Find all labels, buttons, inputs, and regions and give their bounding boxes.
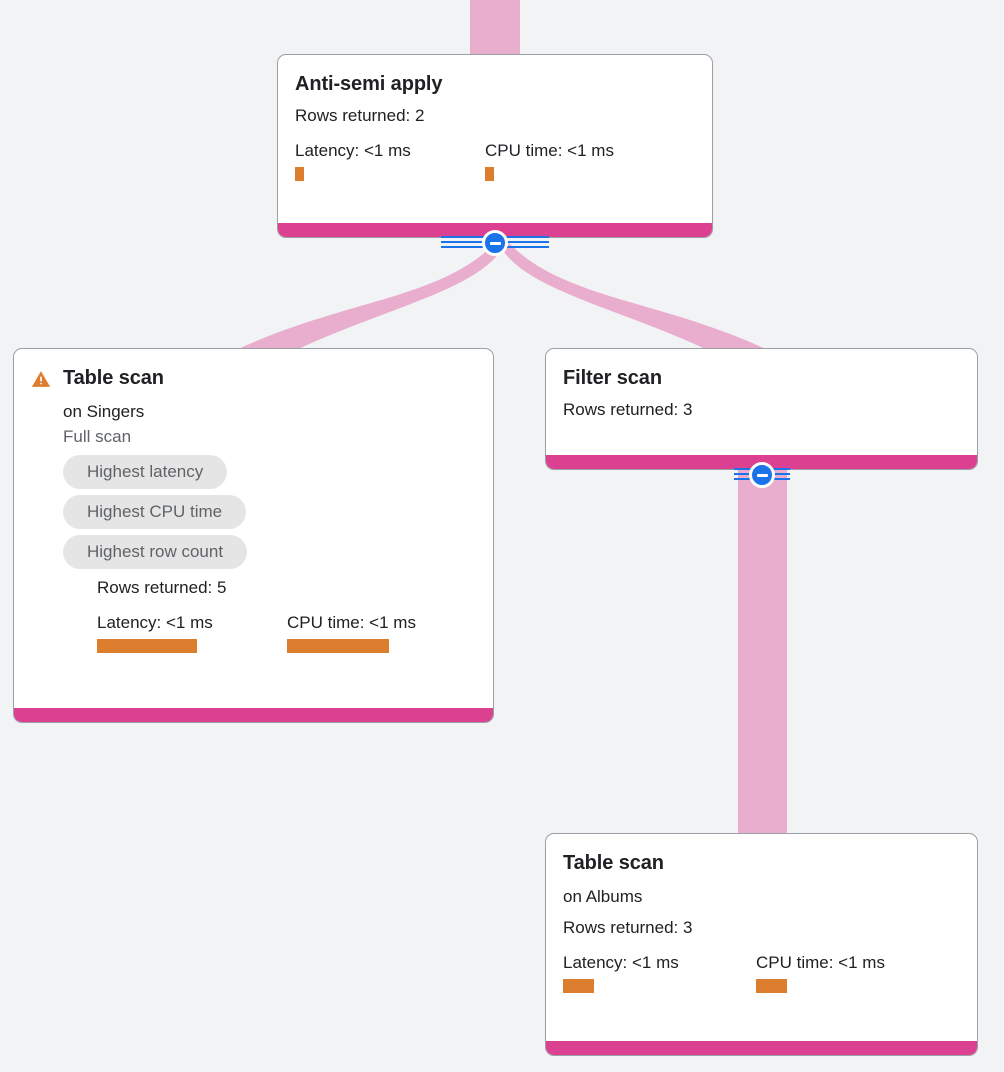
node-title-row: Table scan on Singers Full scan: [31, 365, 476, 449]
metric-latency: Latency: <1 ms: [563, 952, 756, 993]
node-rows-returned: Rows returned: 2: [295, 106, 425, 125]
metric-latency: Latency: <1 ms: [295, 140, 485, 181]
node-title: Anti-semi apply: [295, 73, 443, 95]
node-badges: Highest latency Highest CPU time Highest…: [63, 455, 476, 569]
edge-anti-semi-apply-to-table-scan-singers: [232, 243, 500, 352]
metric-cpu-time: CPU time: <1 ms: [485, 140, 614, 181]
node-title-row: Anti-semi apply: [295, 71, 695, 97]
metric-cpu-time-label: CPU time: <1 ms: [287, 613, 416, 632]
metric-latency-bar: [563, 979, 594, 993]
node-body: Filter scan Rows returned: 3: [546, 349, 977, 455]
node-rows-returned: Rows returned: 3: [563, 400, 693, 419]
node-rows-returned: Rows returned: 5: [97, 578, 227, 597]
metric-cpu-time-label: CPU time: <1 ms: [485, 141, 614, 160]
metric-latency-label: Latency: <1 ms: [563, 953, 679, 972]
node-title: Table scan: [563, 852, 664, 874]
metric-cpu-time-bar: [287, 639, 389, 653]
node-body: Table scan on Singers Full scan Highest …: [14, 349, 493, 708]
plan-node-anti-semi-apply[interactable]: Anti-semi apply Rows returned: 2 Latency…: [277, 54, 713, 238]
node-table-name: on Singers: [63, 402, 145, 421]
metric-latency-bar: [97, 639, 197, 653]
node-title-row: Filter scan: [563, 365, 960, 391]
node-metrics: Latency: <1 ms CPU time: <1 ms: [97, 612, 476, 653]
metric-cpu-time-bar: [485, 167, 494, 181]
plan-node-filter-scan[interactable]: Filter scan Rows returned: 3: [545, 348, 978, 470]
status-badge-highest-latency: Highest latency: [63, 455, 228, 489]
node-table-name: on Albums: [563, 887, 643, 906]
node-body: Anti-semi apply Rows returned: 2 Latency…: [278, 55, 712, 223]
status-badge-highest-cpu-time: Highest CPU time: [63, 495, 247, 529]
node-rows-returned: Rows returned: 3: [563, 918, 693, 937]
metric-latency: Latency: <1 ms: [97, 612, 287, 653]
edge-anti-semi-apply-to-filter-scan: [504, 243, 772, 352]
metric-cpu-time-bar: [756, 979, 787, 993]
metric-cpu-time-label: CPU time: <1 ms: [756, 953, 885, 972]
node-metrics: Latency: <1 ms CPU time: <1 ms: [295, 140, 695, 181]
node-scan-type: Full scan: [63, 427, 132, 446]
node-title: Filter scan: [563, 367, 662, 389]
node-accent-bar: [14, 708, 493, 722]
status-badge-highest-row-count: Highest row count: [63, 535, 248, 569]
node-metrics: Latency: <1 ms CPU time: <1 ms: [563, 952, 960, 993]
toggle-rails: [441, 236, 549, 248]
collapse-toggle-anti-semi-apply[interactable]: [441, 229, 549, 257]
collapse-minus-icon[interactable]: [482, 230, 508, 256]
warning-triangle-icon: [31, 371, 51, 387]
node-title-row: Table scan: [563, 850, 960, 876]
collapse-minus-icon[interactable]: [749, 462, 775, 488]
plan-node-table-scan-singers[interactable]: Table scan on Singers Full scan Highest …: [13, 348, 494, 723]
metric-latency-label: Latency: <1 ms: [295, 141, 411, 160]
collapse-toggle-filter-scan[interactable]: [708, 461, 816, 489]
node-body: Table scan on Albums Rows returned: 3 La…: [546, 834, 977, 1041]
metric-latency-bar: [295, 167, 304, 181]
plan-node-table-scan-albums[interactable]: Table scan on Albums Rows returned: 3 La…: [545, 833, 978, 1056]
metric-cpu-time: CPU time: <1 ms: [287, 612, 416, 653]
metric-latency-label: Latency: <1 ms: [97, 613, 213, 632]
toggle-rails: [734, 468, 790, 480]
edge-into-anti-semi-apply: [470, 0, 520, 56]
node-title: Table scan: [63, 367, 164, 389]
edge-filter-scan-to-table-scan-albums: [738, 470, 787, 836]
node-accent-bar: [546, 1041, 977, 1055]
metric-cpu-time: CPU time: <1 ms: [756, 952, 885, 993]
